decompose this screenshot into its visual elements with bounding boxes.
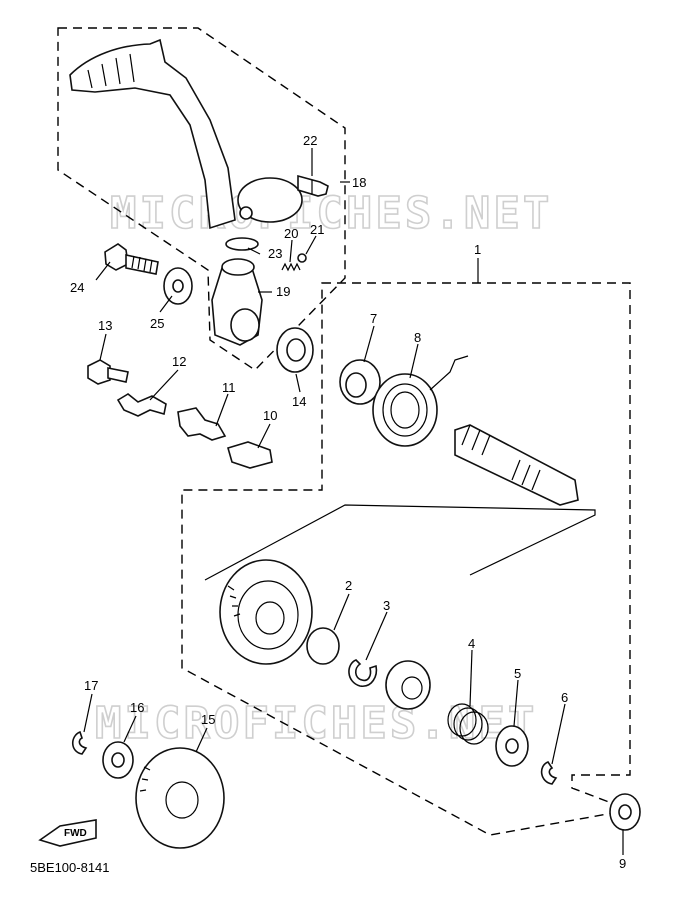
callout-3: 3 — [383, 598, 390, 613]
spring-4 — [447, 703, 489, 745]
clip-10 — [227, 441, 273, 469]
callout-8: 8 — [414, 330, 421, 345]
ratchet-4 — [385, 660, 431, 710]
callout-1: 1 — [474, 242, 481, 257]
callout-22: 22 — [303, 133, 317, 148]
watermark-bottom: MICROFICHES.NET — [95, 698, 537, 749]
callouts: 1 2 3 4 5 6 7 8 9 10 11 12 13 14 15 16 1… — [70, 133, 626, 871]
guide-11 — [177, 407, 227, 441]
washer-23 — [225, 237, 259, 251]
callout-13: 13 — [98, 318, 112, 333]
washer-9 — [609, 793, 641, 831]
ball-21 — [297, 253, 307, 263]
watermark-top: MICROFICHES.NET — [110, 188, 552, 239]
circlip-2 — [306, 627, 340, 665]
callout-11: 11 — [222, 380, 236, 395]
callout-17: 17 — [84, 678, 98, 693]
kick-gear — [219, 559, 313, 665]
callout-2: 2 — [345, 578, 352, 593]
bolt-13 — [87, 359, 129, 385]
axle-reference-box — [204, 504, 596, 581]
bolt-24 — [104, 243, 159, 275]
fwd-label: FWD — [64, 828, 87, 839]
callout-20: 20 — [284, 226, 298, 241]
circlip-17 — [71, 730, 88, 755]
diagram-code: 5BE100-8141 — [30, 860, 110, 875]
callout-21: 21 — [310, 222, 324, 237]
plate-12 — [116, 393, 167, 417]
idle-gear-15 — [135, 747, 225, 849]
kick-lever-group-outline — [57, 27, 346, 371]
washer-25 — [163, 267, 193, 305]
fwd-arrow: FWD — [38, 819, 97, 847]
collar-7 — [339, 359, 381, 405]
callout-25: 25 — [150, 316, 164, 331]
callout-12: 12 — [172, 354, 186, 369]
callout-24: 24 — [70, 280, 84, 295]
torsion-spring-8 — [372, 355, 469, 447]
kick-axle — [454, 424, 579, 506]
circlip-3 — [348, 659, 378, 687]
callout-5: 5 — [514, 666, 521, 681]
callout-7: 7 — [370, 311, 377, 326]
circlip-6 — [540, 761, 558, 785]
spring-20 — [281, 262, 301, 272]
callout-18: 18 — [352, 175, 366, 190]
callout-9: 9 — [619, 856, 626, 871]
washer-16 — [102, 741, 134, 779]
bolt-22 — [297, 174, 329, 197]
callout-6: 6 — [561, 690, 568, 705]
callout-19: 19 — [276, 284, 290, 299]
callout-10: 10 — [263, 408, 277, 423]
callout-14: 14 — [292, 394, 306, 409]
kick-boss-19 — [211, 258, 263, 346]
callout-16: 16 — [130, 700, 144, 715]
callout-23: 23 — [268, 246, 282, 261]
leader-lines — [83, 148, 624, 855]
callout-4: 4 — [468, 636, 475, 651]
oil-seal-14 — [276, 327, 314, 373]
callout-15: 15 — [201, 712, 215, 727]
kick-lever — [69, 38, 303, 230]
washer-5 — [495, 725, 529, 767]
